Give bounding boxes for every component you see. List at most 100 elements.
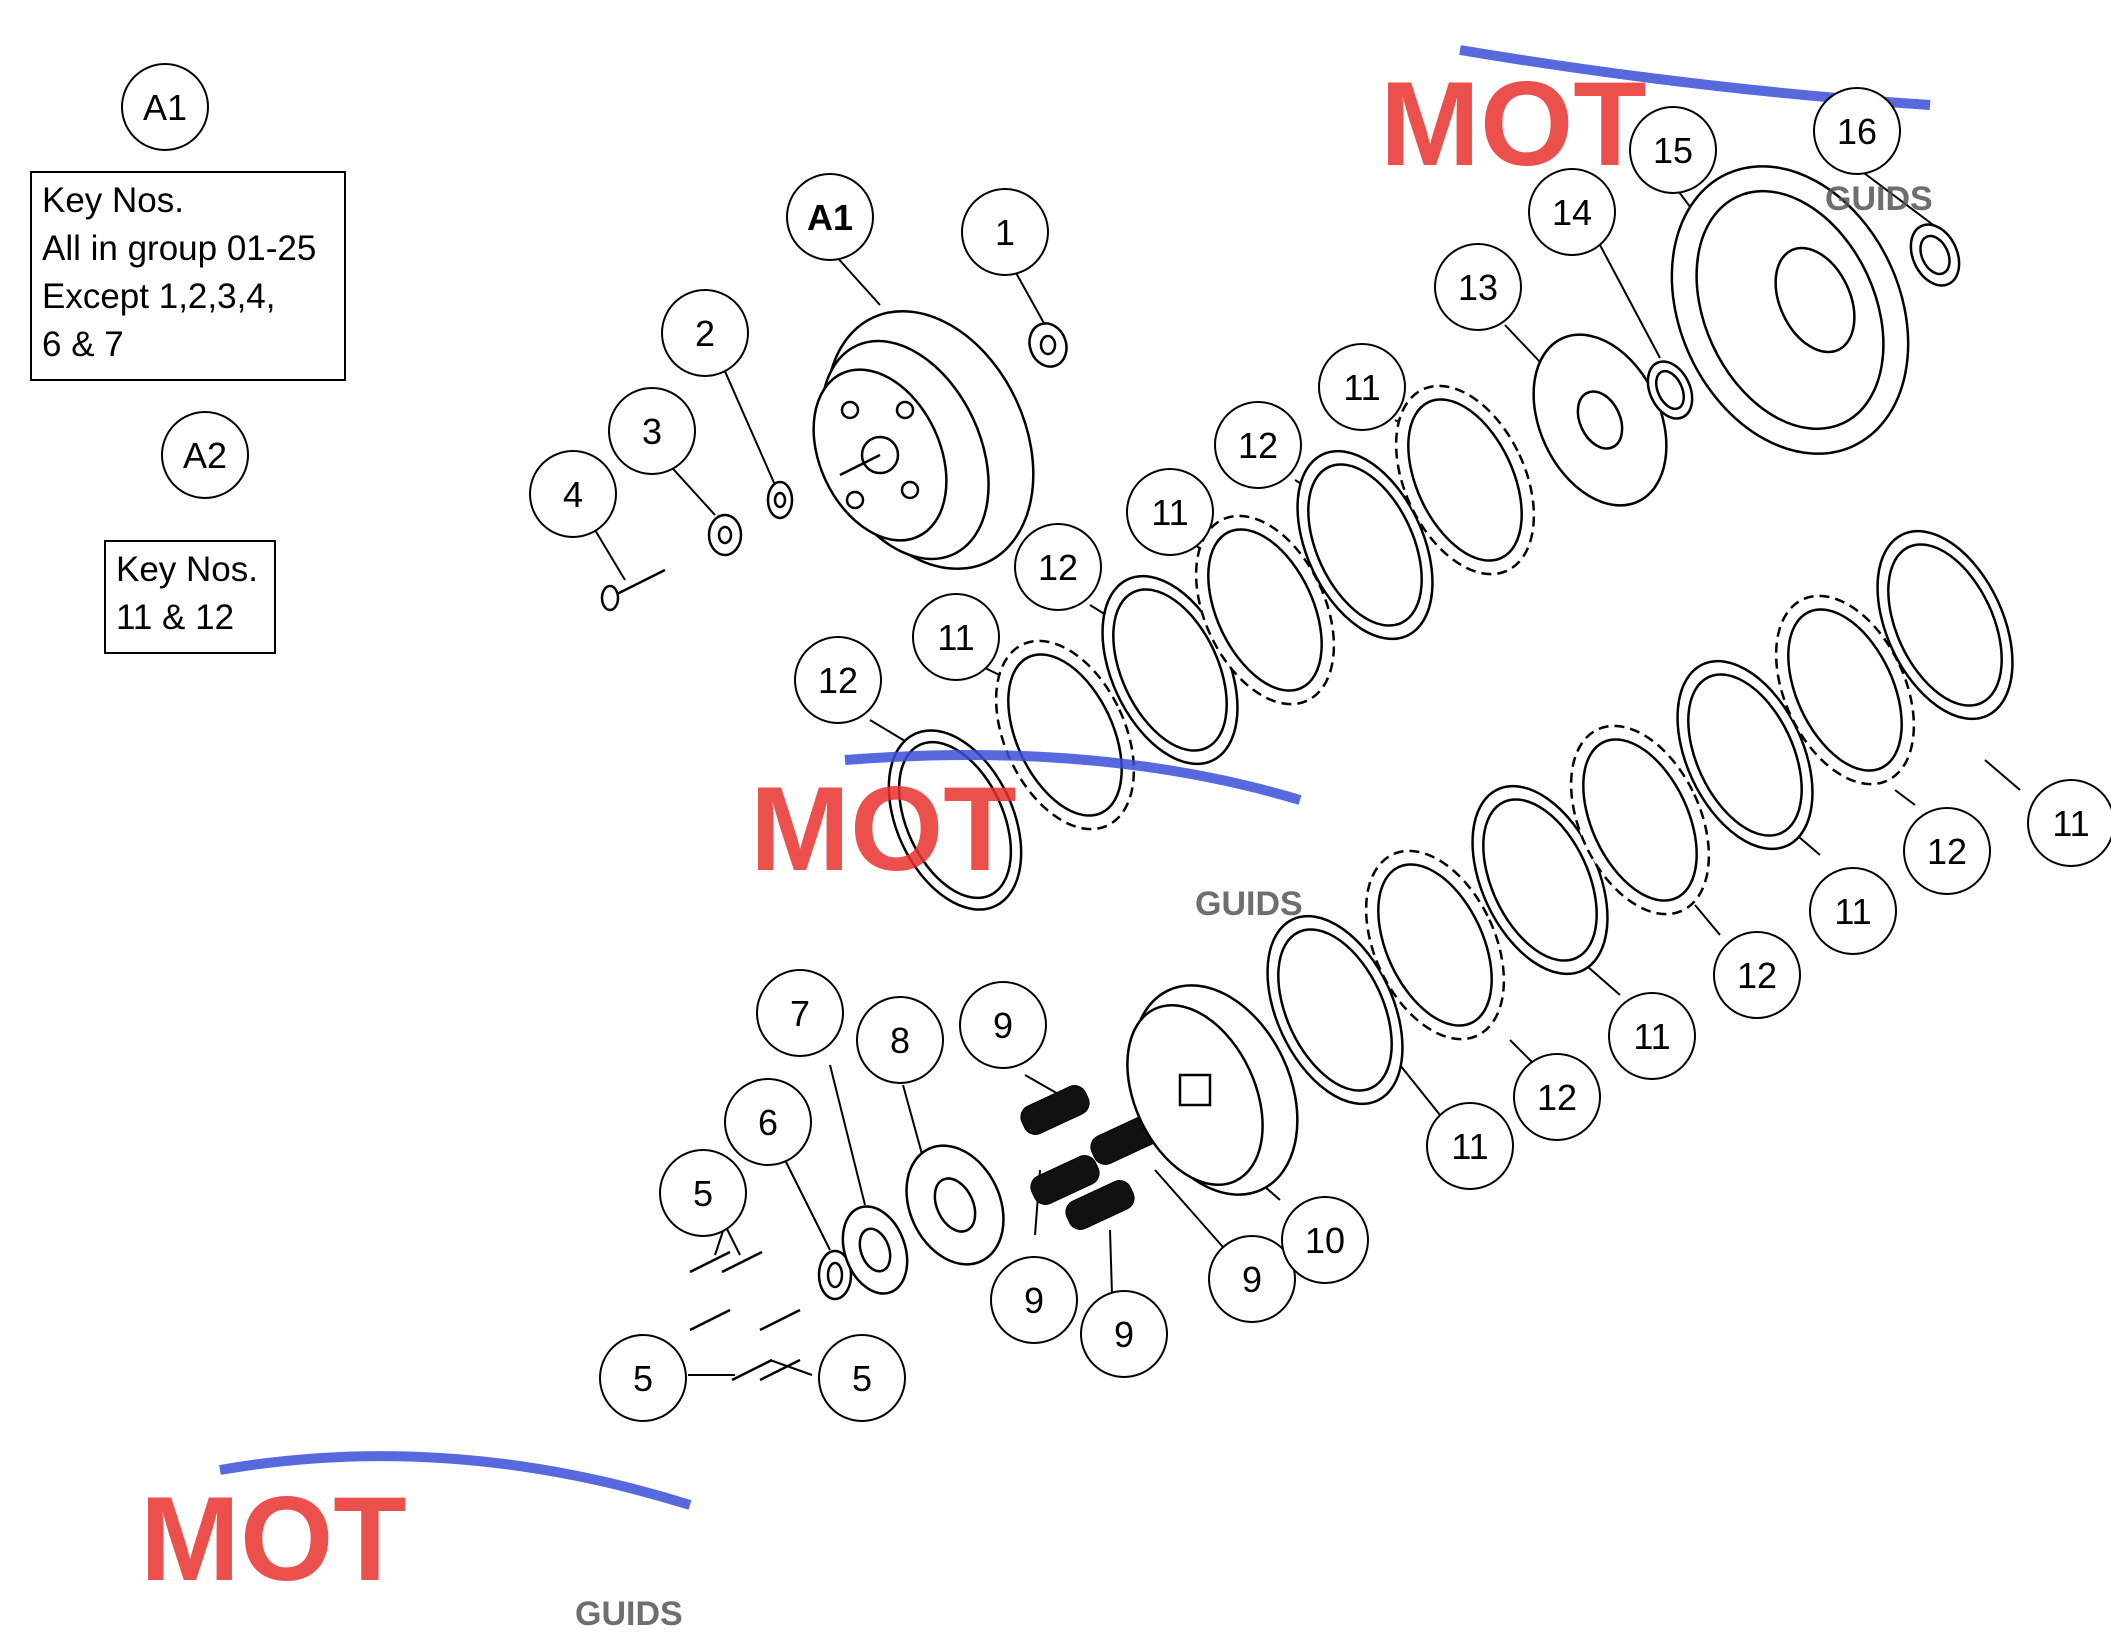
- callout-11: 11: [1126, 468, 1214, 556]
- callout-label: 9: [1242, 1259, 1262, 1300]
- callout-label: 10: [1305, 1220, 1345, 1261]
- callout-label: 14: [1552, 192, 1592, 233]
- callout-label: 11: [1151, 492, 1188, 533]
- callout-circle: [659, 1149, 747, 1237]
- callout-3: 3: [608, 387, 696, 475]
- callout-label: 4: [563, 474, 583, 515]
- callout-16: 16: [1813, 87, 1901, 175]
- callout-circle: [1014, 523, 1102, 611]
- callout-12: 12: [1713, 931, 1801, 1019]
- bearing-6: [817, 1249, 853, 1301]
- callout-2: 2: [661, 289, 749, 377]
- callout-circle: [1080, 1290, 1168, 1378]
- callout-5: 5: [599, 1334, 687, 1422]
- callout-label: 5: [633, 1358, 653, 1399]
- watermark-brand-bottom: MOT: [140, 1472, 407, 1606]
- callout-7: 7: [756, 969, 844, 1057]
- callout-circle: [1281, 1196, 1369, 1284]
- key-a1-line: All in group 01-25: [42, 229, 317, 268]
- callout-label: 9: [1024, 1280, 1044, 1321]
- callout-8: 8: [856, 996, 944, 1084]
- watermark-bottom: MOT GUIDS: [140, 1451, 692, 1633]
- callout-label: 5: [852, 1358, 872, 1399]
- callout-label: 3: [642, 411, 662, 452]
- callout-circle: [599, 1334, 687, 1422]
- callout-circle: [1903, 807, 1991, 895]
- callout-circle: [1214, 401, 1302, 489]
- callout-12: 12: [1513, 1053, 1601, 1141]
- clutch-housing-15: [1670, 165, 1910, 455]
- callout-label: 13: [1458, 267, 1498, 308]
- callout-circle: [529, 450, 617, 538]
- callout-circle: [1126, 468, 1214, 556]
- callout-circle: [818, 1334, 906, 1422]
- callout-label: 11: [2052, 803, 2089, 844]
- callout-4: 4: [529, 450, 617, 538]
- washer-2: [766, 480, 794, 520]
- callout-label: 11: [1451, 1126, 1488, 1167]
- bolts-5: [689, 1250, 801, 1382]
- callout-15: 15: [1629, 106, 1717, 194]
- callout-label: 11: [1343, 367, 1380, 408]
- callout-a1: A1: [121, 63, 209, 151]
- key-a1-line: Except 1,2,3,4,: [42, 277, 276, 316]
- callout-11: 11: [2027, 779, 2111, 867]
- callout-label: 9: [993, 1005, 1013, 1046]
- callout-circle: [1528, 168, 1616, 256]
- callout-label: 7: [790, 993, 810, 1034]
- callout-6: 6: [724, 1078, 812, 1166]
- callout-circle: [961, 188, 1049, 276]
- callout-circle: [856, 996, 944, 1084]
- callout-circle: [1513, 1053, 1601, 1141]
- callout-label: 5: [693, 1173, 713, 1214]
- callout-label: 1: [995, 212, 1015, 253]
- callout-label: A2: [183, 435, 227, 476]
- key-box-a2: Key Nos. 11 & 12: [104, 540, 276, 654]
- callout-label: 11: [937, 617, 974, 658]
- key-a2-line: 11 & 12: [116, 598, 235, 637]
- callout-circle: [1809, 867, 1897, 955]
- callout-label: 12: [1238, 425, 1278, 466]
- callout-label: 12: [1927, 831, 1967, 872]
- callout-circle: [1208, 1235, 1296, 1323]
- callout-11: 11: [912, 593, 1000, 681]
- key-a1-line: Key Nos.: [42, 181, 184, 220]
- callout-label: 2: [695, 313, 715, 354]
- callout-circle: [1713, 931, 1801, 1019]
- callout-circle: [661, 289, 749, 377]
- key-box-a1: Key Nos. All in group 01-25 Except 1,2,3…: [30, 171, 346, 381]
- pressure-plate-13: [1532, 333, 1668, 507]
- watermark-brand-middle: MOT: [750, 762, 1017, 896]
- callout-circle: [794, 636, 882, 724]
- callout-label: 15: [1653, 130, 1693, 171]
- callout-circle: [608, 387, 696, 475]
- callout-circle: [990, 1256, 1078, 1344]
- callout-label: 6: [758, 1102, 778, 1143]
- callout-a2: A2: [161, 411, 249, 499]
- washer-14: [1646, 360, 1694, 420]
- callout-label: 16: [1837, 111, 1877, 152]
- callout-11: 11: [1809, 867, 1897, 955]
- callout-11: 11: [1608, 992, 1696, 1080]
- callout-12: 12: [1214, 401, 1302, 489]
- callout-12: 12: [1014, 523, 1102, 611]
- callout-label: 12: [1537, 1077, 1577, 1118]
- callout-circle: [1813, 87, 1901, 175]
- callout-a1: A1: [786, 173, 874, 261]
- callout-5: 5: [659, 1149, 747, 1237]
- callout-9: 9: [1080, 1290, 1168, 1378]
- callout-9: 9: [959, 981, 1047, 1069]
- callout-label: 12: [1038, 547, 1078, 588]
- callout-14: 14: [1528, 168, 1616, 256]
- callout-circle: [912, 593, 1000, 681]
- bolt-4: [600, 568, 666, 612]
- callout-11: 11: [1318, 343, 1406, 431]
- callout-label: A1: [143, 87, 187, 128]
- callout-circle: [786, 173, 874, 261]
- callout-label: 12: [818, 660, 858, 701]
- callout-label: 8: [890, 1020, 910, 1061]
- key-a2-line: Key Nos.: [116, 550, 258, 589]
- callout-10: 10: [1281, 1196, 1369, 1284]
- nut-3: [707, 513, 743, 557]
- callout-9: 9: [990, 1256, 1078, 1344]
